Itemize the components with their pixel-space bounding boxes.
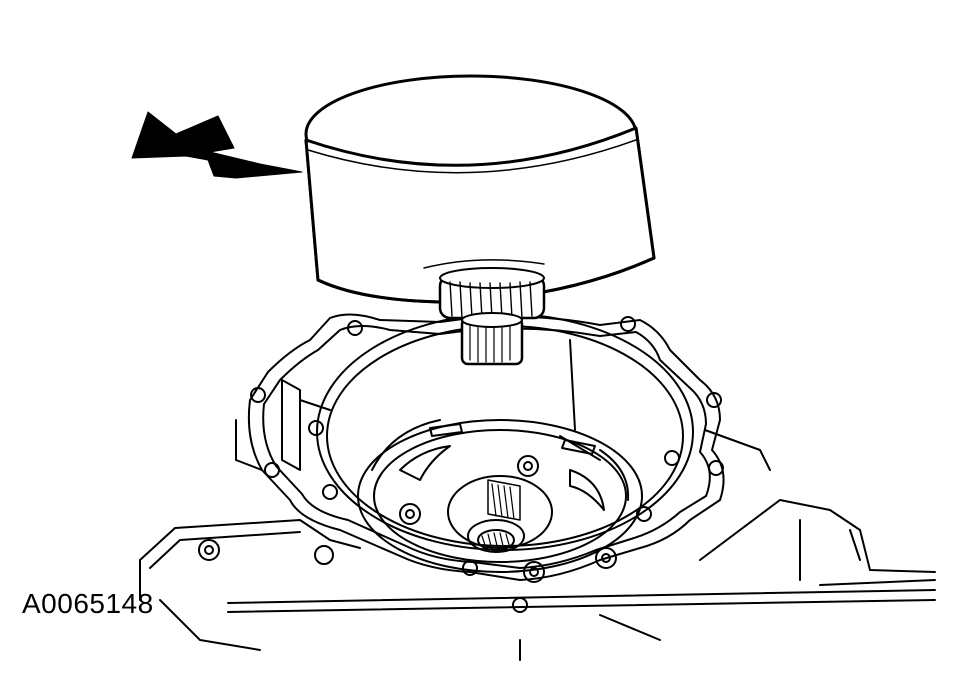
installer-tool-body [304, 74, 656, 304]
figure-reference-id: A0065148 [22, 588, 154, 619]
housing-base-plate [139, 499, 936, 661]
direction-arrow-icon [131, 111, 303, 179]
installer-tool-stem [438, 267, 546, 366]
internal-pump-assembly [357, 419, 643, 573]
